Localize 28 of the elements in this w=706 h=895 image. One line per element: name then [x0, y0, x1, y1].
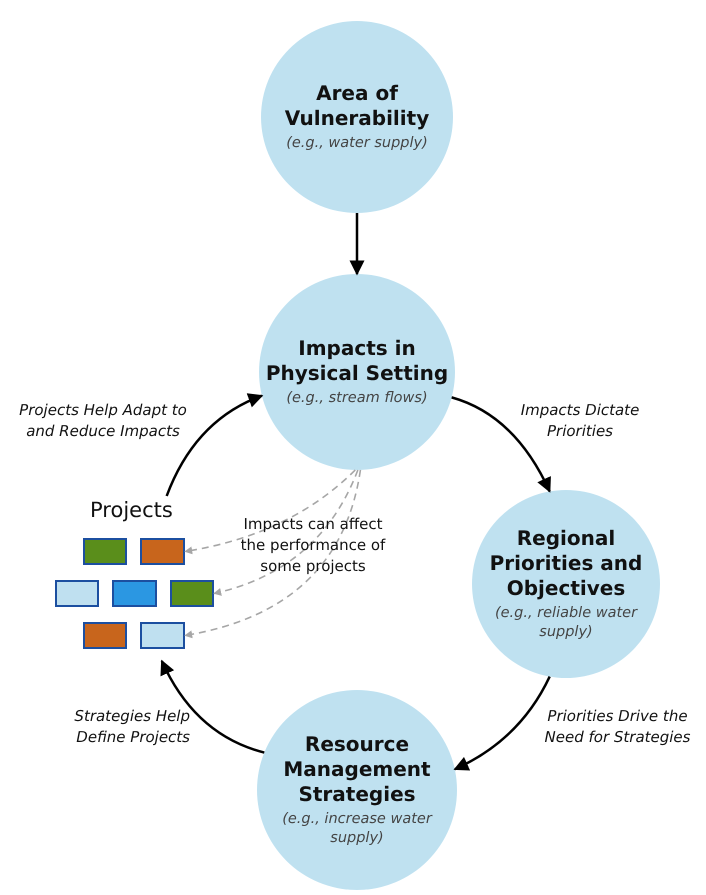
- project-box: [83, 538, 127, 565]
- example-text: (e.g., water supply): [286, 134, 428, 153]
- arrow: [451, 396, 551, 493]
- example-text: (e.g., increase water supply): [281, 810, 434, 848]
- group-heading: Projects: [90, 498, 173, 522]
- project-box: [55, 580, 99, 607]
- example-text: (e.g., reliable water supply): [494, 604, 639, 642]
- note-text: Impacts can affect the performance of some projects: [240, 514, 386, 577]
- arrow: [160, 660, 265, 754]
- dashed-arrow: [184, 469, 356, 554]
- project-box: [140, 622, 185, 649]
- example-text: (e.g., stream flows): [286, 389, 428, 408]
- project-box: [140, 538, 185, 565]
- circle-title: Regional Priorities and Objectives: [488, 526, 644, 602]
- dashed-arrow: [213, 470, 359, 596]
- arrow: [453, 676, 551, 770]
- project-box: [170, 580, 214, 607]
- edge-label: Priorities Drive the Need for Strategies: [544, 706, 692, 748]
- edge-label: Strategies Help Define Projects: [73, 706, 190, 748]
- circle-title: Resource Management Strategies: [282, 732, 432, 808]
- project-box: [83, 622, 127, 649]
- circle-title: Impacts in Physical Setting: [264, 336, 450, 386]
- dashed-arrow: [184, 470, 362, 638]
- edge-label: Projects Help Adapt to and Reduce Impacts: [18, 400, 188, 442]
- circle-title: Area of Vulnerability: [284, 81, 430, 132]
- project-box: [112, 580, 157, 607]
- edge-label: Impacts Dictate Priorities: [520, 400, 640, 442]
- arrow: [350, 213, 364, 276]
